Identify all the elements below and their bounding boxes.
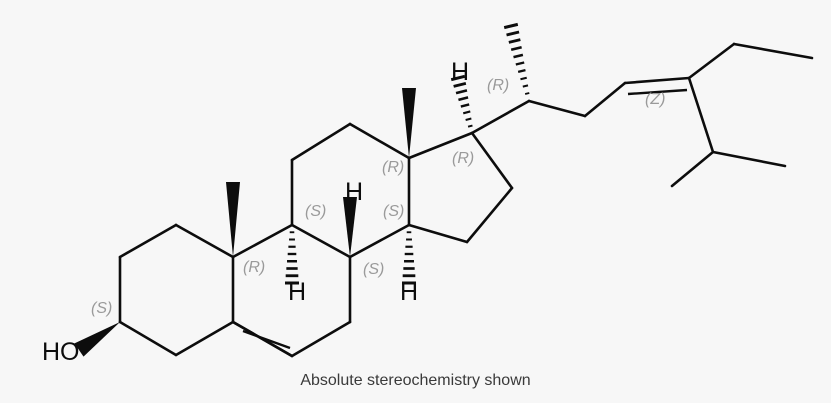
- hashed-bonds: [285, 22, 530, 285]
- hash-tick-c17-h-hash-4: [460, 103, 470, 108]
- bond-s-c22-c23: [583, 81, 627, 118]
- stereo-label-c14: (S): [383, 203, 404, 220]
- stereo-label-c3: (S): [91, 300, 112, 317]
- atom-label-h-c9: H: [288, 278, 306, 306]
- bond-a-c4-c5: [174, 320, 235, 357]
- bond-c-c12-c13: [348, 122, 411, 160]
- hash-tick-c17-h-hash-8: [450, 74, 466, 82]
- bond-s-c17-c20: [470, 99, 531, 135]
- bond-skeleton: [118, 42, 814, 358]
- stereo-label-c9: (S): [305, 203, 326, 220]
- hash-tick-c20-methyl-hash-3: [520, 76, 527, 81]
- stereo-label-c24-ene: (Z): [645, 91, 665, 108]
- bond-inner-c5-c6-ring-alkene: [242, 329, 291, 350]
- bond-b-c8-c9: [290, 223, 352, 259]
- stereo-label-c20: (R): [487, 77, 509, 94]
- hash-tick-c20-methyl-hash-7: [510, 45, 522, 52]
- hash-tick-c17-h-hash-5: [458, 96, 469, 102]
- stereo-label-c13: (R): [382, 159, 404, 176]
- bond-s-c25-c26: [670, 150, 715, 188]
- bond-b-c9-c10: [231, 223, 294, 259]
- atom-label-h-c17: H: [451, 58, 469, 86]
- atom-label-h-c8: H: [345, 178, 363, 206]
- bond-s-c25-c27: [711, 150, 787, 168]
- stereo-descriptor-labels: (S) (R) (S) (S) (R) (S) (R) (R) (Z): [91, 77, 665, 317]
- hash-tick-c20-methyl-hash-5: [515, 61, 525, 66]
- hash-tick-c20-methyl-hash-10: [503, 22, 519, 30]
- bond-s-c28-c29: [732, 42, 814, 60]
- bond-c24-c28-side-chain-alkene-Z: [623, 76, 691, 85]
- bond-d-c16-c15: [465, 186, 514, 244]
- bond-b-c6-c7: [290, 320, 352, 358]
- wedge-bonds: [74, 88, 416, 357]
- hash-tick-c17-h-hash-1: [467, 124, 473, 128]
- bond-d-c13-c17: [407, 131, 474, 160]
- caption-text: Absolute stereochemistry shown: [300, 372, 531, 389]
- atom-label-hydroxyl: HO: [42, 338, 80, 366]
- bond-d-c15-c14: [407, 223, 469, 244]
- bond-s-c24-c25: [687, 76, 715, 154]
- hash-tick-c20-methyl-hash-8: [508, 38, 521, 44]
- hash-tick-c20-methyl-hash-4: [517, 69, 526, 73]
- stereo-label-c17: (R): [452, 150, 474, 167]
- bond-a-c1-c2: [118, 223, 178, 259]
- wedge-c3-oh-wedge: [74, 322, 120, 357]
- stereo-label-c10: (R): [243, 259, 265, 276]
- hash-tick-c17-h-hash-3: [462, 110, 471, 115]
- bond-a-c3-c4: [118, 320, 178, 357]
- bond-c-c11-c12: [290, 122, 352, 162]
- hash-tick-c17-h-hash-2: [465, 117, 472, 121]
- atom-label-h-c14: H: [400, 278, 418, 306]
- bond-inner-c24-c28-side-chain-alkene-Z: [627, 88, 688, 96]
- bond-s-c24-c28: [687, 42, 736, 80]
- wedge-c10-methyl-wedge: [226, 182, 240, 257]
- bond-c-c14-c8: [348, 223, 411, 259]
- bond-d-c17-c16: [470, 131, 514, 190]
- double-bonds: [231, 76, 691, 358]
- atom-labels: HO H H H H: [42, 58, 469, 366]
- hash-tick-c20-methyl-hash-2: [522, 84, 529, 88]
- hash-tick-c20-methyl-hash-9: [506, 30, 520, 37]
- bond-a-c10-c1: [174, 223, 235, 259]
- hash-tick-c17-h-hash-6: [455, 89, 468, 95]
- wedge-c13-methyl-wedge: [402, 88, 416, 158]
- stereo-label-c8: (S): [363, 261, 384, 278]
- wedge-c8-h-wedge: [343, 197, 357, 257]
- hash-tick-c20-methyl-hash-6: [513, 53, 524, 59]
- hash-tick-c20-methyl-hash-1: [524, 92, 530, 95]
- hash-tick-c17-h-hash-7: [453, 81, 467, 88]
- bond-s-c20-c22: [527, 99, 587, 118]
